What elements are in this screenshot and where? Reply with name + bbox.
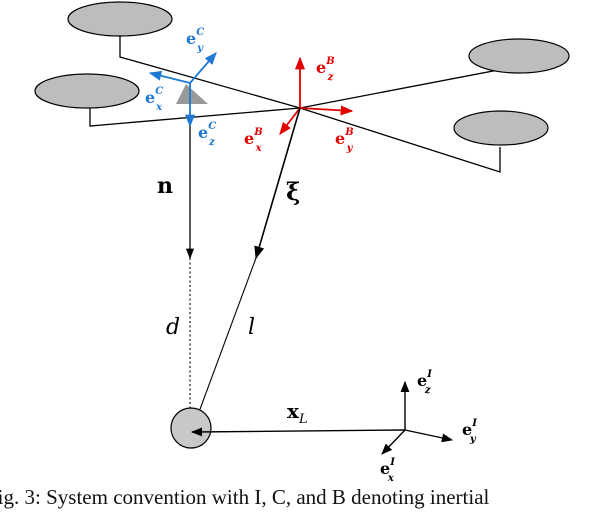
xi-vector — [254, 107, 301, 260]
xL-vector — [190, 427, 406, 437]
l-label: l — [248, 315, 255, 340]
load-mass — [170, 407, 212, 449]
body-frame-axes — [279, 56, 354, 135]
xL-label: xL — [287, 399, 308, 427]
rotor-left-front — [34, 73, 140, 109]
inertial-y-axis — [404, 429, 454, 443]
arm-left-front — [89, 107, 301, 127]
cable-l — [195, 257, 257, 421]
body-y-axis — [299, 105, 354, 116]
rotor-right-back — [468, 38, 570, 74]
rotor-right-front — [453, 110, 549, 146]
xi-label: ξ — [286, 177, 300, 206]
rotor-left-back — [67, 1, 173, 37]
camera-frame-axes — [148, 52, 217, 128]
camera-cone — [176, 84, 208, 104]
rotors — [34, 1, 570, 146]
camera-x-axis — [148, 70, 191, 84]
caption-text: Fig. 3: System convention with I, C, and… — [0, 485, 490, 509]
figure-caption: Fig. 3: System convention with I, C, and… — [0, 485, 610, 512]
inertial-frame-axes — [381, 380, 454, 455]
d-label: d — [166, 315, 180, 340]
arm-right-front — [299, 107, 501, 173]
inertial-x-axis — [381, 429, 406, 455]
n-label: n — [157, 173, 173, 199]
camera-y-axis — [189, 52, 217, 84]
arm-left-back — [119, 35, 301, 109]
body-x-axis — [279, 107, 301, 135]
